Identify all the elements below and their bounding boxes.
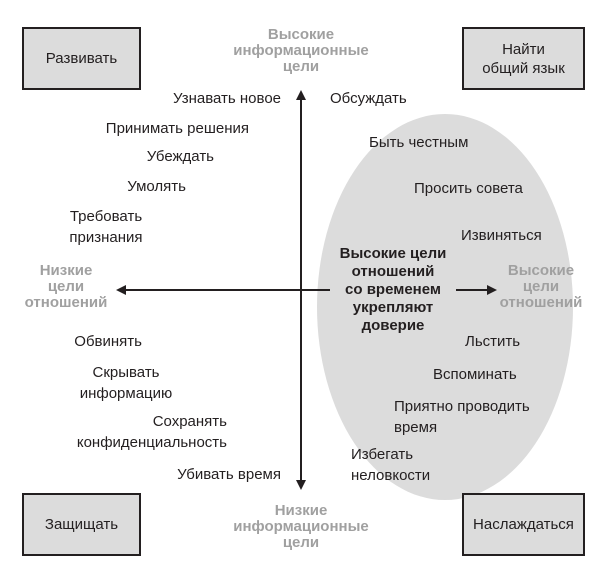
item-blame: Обвинять bbox=[74, 333, 142, 350]
quadrant-enjoy-label: Наслаждаться bbox=[473, 516, 574, 533]
axis-label-right: Высокие цели отношений bbox=[499, 262, 583, 311]
quadrant-enjoy: Наслаждаться bbox=[462, 493, 585, 556]
item-hide-info: Скрывать информацию bbox=[79, 364, 173, 402]
item-reminisce: Вспоминать bbox=[433, 366, 517, 383]
quadrant-develop: Развивать bbox=[22, 27, 141, 90]
item-ask-advice: Просить совета bbox=[414, 180, 523, 197]
item-flatter: Льстить bbox=[465, 333, 521, 350]
axis-label-left: Низкие цели отношений bbox=[18, 263, 114, 311]
item-make-decisions: Принимать решения bbox=[105, 120, 249, 137]
axis-label-bottom: Низкие информационные цели bbox=[233, 502, 369, 551]
item-be-honest: Быть честным bbox=[369, 134, 469, 151]
quadrant-protect-label: Защищать bbox=[44, 516, 119, 533]
item-keep-confidential: Сохранять конфиденциальность bbox=[76, 413, 227, 451]
item-beg: Умолять bbox=[127, 178, 186, 195]
center-label: Высокие цели отношений со временем укреп… bbox=[330, 245, 456, 335]
item-persuade: Убеждать bbox=[146, 148, 214, 165]
item-kill-time: Убивать время bbox=[177, 466, 281, 483]
quadrant-common-ground-line2: общий язык bbox=[482, 59, 565, 77]
axis-label-top: Высокие информационные цели bbox=[233, 26, 369, 75]
quadrant-common-ground-line1: Найти bbox=[502, 40, 545, 58]
quadrant-develop-label: Развивать bbox=[45, 50, 118, 67]
item-apologize: Извиняться bbox=[461, 227, 542, 244]
quadrant-common-ground: Найти общий язык bbox=[462, 27, 585, 90]
item-avoid-awkward: Избегать неловкости bbox=[351, 446, 431, 484]
item-discuss: Обсуждать bbox=[330, 90, 407, 107]
item-spend-time: Приятно проводить время bbox=[394, 398, 530, 436]
quadrant-protect: Защищать bbox=[22, 493, 141, 556]
item-learn-new: Узнавать новое bbox=[173, 90, 281, 107]
item-demand-recognition: Требовать признания bbox=[69, 208, 143, 246]
